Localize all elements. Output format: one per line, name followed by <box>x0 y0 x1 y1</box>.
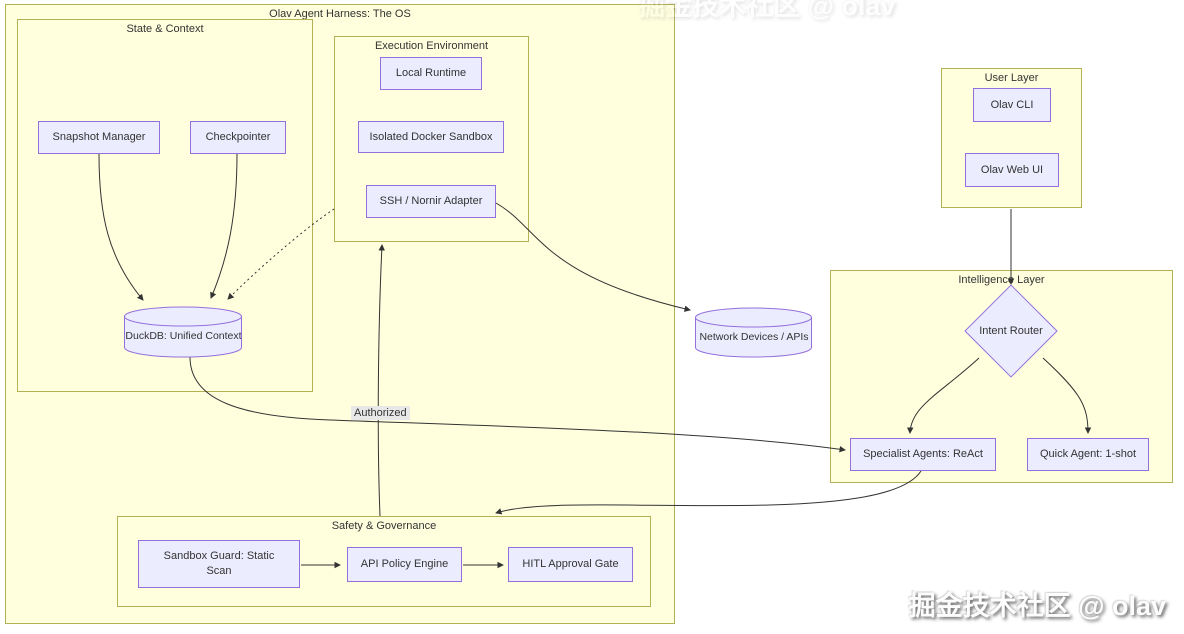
node-duckdb-label: DuckDB: Unified Context <box>125 330 242 342</box>
edge-safety-to-execution-authorized <box>377 244 385 517</box>
edge-intent-router-to-quick-agent <box>1042 357 1092 434</box>
node-api-policy-engine: API Policy Engine <box>347 547 462 582</box>
edge-label-authorized: Authorized <box>351 406 410 420</box>
node-local-runtime: Local Runtime <box>380 57 482 90</box>
node-intent-router-label: Intent Router <box>979 325 1043 337</box>
watermark-top-faint: 掘金技术社区 @ olav <box>638 0 896 21</box>
node-olav-cli: Olav CLI <box>973 88 1051 122</box>
edge-specialist-agents-to-safety <box>495 470 922 515</box>
edge-ssh-to-network-devices <box>495 202 691 312</box>
group-title-intelligence-layer: Intelligence Layer <box>958 274 1045 286</box>
group-title-olav-agent-harness: Olav Agent Harness: The OS <box>269 8 411 20</box>
node-duckdb-cylinder-shape <box>124 306 242 358</box>
node-olav-web-ui: Olav Web UI <box>965 153 1059 187</box>
edge-execution-to-duckdb-dotted <box>227 208 335 300</box>
node-network-devices-cylinder-shape <box>695 307 812 358</box>
edge-duckdb-to-specialist-agents <box>189 356 846 453</box>
node-snapshot-manager: Snapshot Manager <box>38 121 160 154</box>
watermark-bottom: 掘金技术社区 @ olav <box>908 591 1166 621</box>
group-title-state-context: State & Context <box>126 23 204 35</box>
node-isolated-docker-sandbox: Isolated Docker Sandbox <box>358 121 504 153</box>
edge-checkpointer-to-duckdb <box>210 153 238 299</box>
node-ssh-nornir-adapter: SSH / Nornir Adapter <box>366 185 496 218</box>
group-title-execution-environment: Execution Environment <box>374 40 489 52</box>
node-checkpointer: Checkpointer <box>190 121 286 154</box>
node-hitl-approval-gate: HITL Approval Gate <box>508 547 633 582</box>
node-sandbox-guard: Sandbox Guard: Static Scan <box>138 540 300 588</box>
edge-snapshot-to-duckdb <box>98 153 144 301</box>
group-title-safety-governance: Safety & Governance <box>331 520 437 532</box>
node-quick-agent: Quick Agent: 1-shot <box>1027 438 1149 471</box>
edge-intent-router-to-specialist-agents <box>906 357 980 434</box>
node-specialist-agents: Specialist Agents: ReAct <box>850 438 996 471</box>
group-title-user-layer: User Layer <box>984 72 1039 84</box>
node-network-devices-label: Network Devices / APIs <box>699 331 809 343</box>
